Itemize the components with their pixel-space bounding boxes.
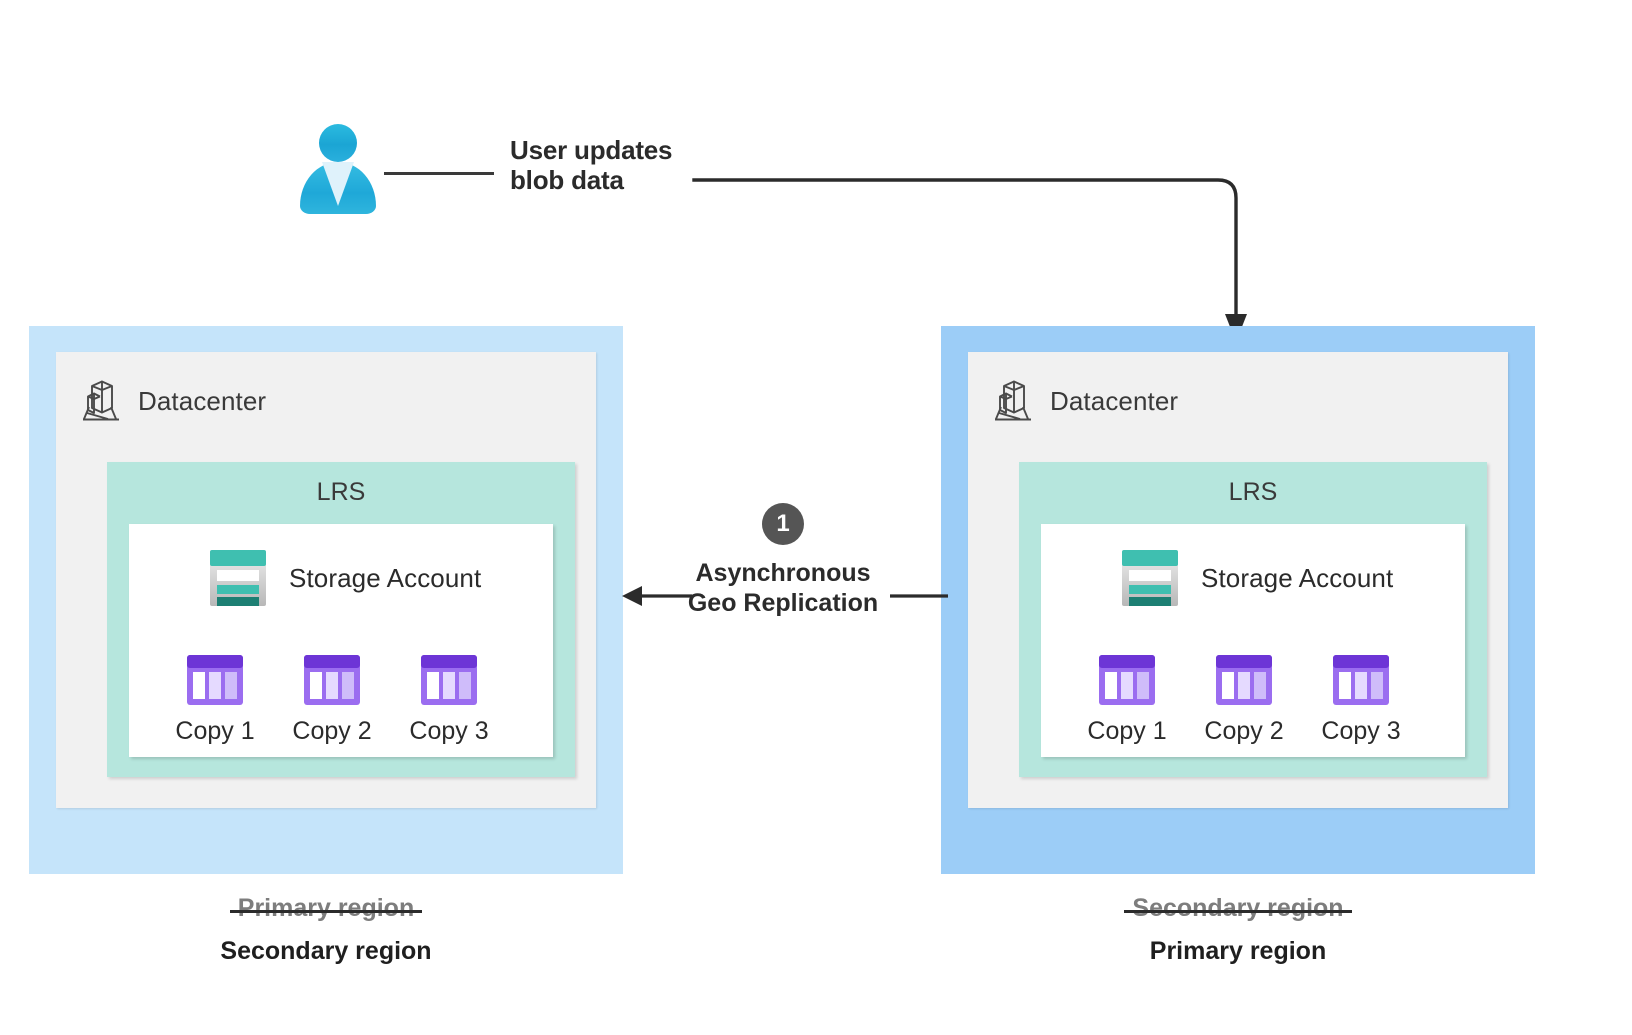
copy-label: Copy 2 [1204, 717, 1284, 745]
replication-label: Asynchronous Geo Replication [648, 558, 918, 618]
copy-item: Copy 1 [175, 654, 255, 746]
copy-icon [1333, 655, 1389, 705]
region-caption-current: Secondary region [220, 936, 432, 965]
user-icon [300, 124, 376, 214]
copy-item: Copy 3 [1321, 654, 1401, 746]
copy-label: Copy 1 [1087, 717, 1167, 745]
datacenter-label: Datacenter [1050, 385, 1179, 416]
copy-item: Copy 3 [409, 654, 489, 746]
copy-icon [187, 655, 243, 705]
copies-row-left: Copy 1 Copy 2 [175, 654, 489, 746]
geo-replication-arrow [622, 586, 948, 606]
datacenter-icon [83, 380, 119, 421]
datacenter-label: Datacenter [138, 385, 267, 416]
datacenter-header-right: Datacenter [990, 378, 1178, 424]
lrs-label: LRS [1228, 478, 1278, 506]
region-caption-struck: Secondary region [1124, 892, 1352, 926]
copy-label: Copy 3 [409, 717, 489, 745]
datacenter-icon [995, 380, 1031, 421]
copy-icon [1216, 655, 1272, 705]
storage-account-label: Storage Account [1201, 562, 1394, 593]
region-caption-current: Primary region [1149, 936, 1327, 965]
user-action-label-line2: blob data [510, 165, 624, 196]
datacenter-header-left: Datacenter [78, 378, 266, 424]
copy-item: Copy 2 [292, 654, 372, 746]
copy-icon [421, 655, 477, 705]
lrs-inner-panel-left: Storage Account Copy 1 [129, 524, 553, 757]
copy-item: Copy 1 [1087, 654, 1167, 746]
user-action-label: User updates blob data [510, 135, 720, 195]
copy-icon [1099, 655, 1155, 705]
user-head [319, 124, 357, 162]
region-block-right: Datacenter LRS [941, 326, 1535, 874]
copy-label: Copy 3 [1321, 717, 1401, 745]
region-caption-right: Secondary region Primary region [941, 892, 1535, 969]
copy-label: Copy 1 [175, 717, 255, 745]
user-connector-line [384, 172, 494, 175]
region-block-left: Datacenter LRS [29, 326, 623, 874]
storage-account-row-right: Storage Account [1119, 548, 1393, 608]
copy-icon [304, 655, 360, 705]
storage-account-icon [210, 550, 266, 606]
user-to-primary-arrow [692, 178, 1247, 342]
step-badge-1: 1 [762, 503, 804, 545]
copies-row-right: Copy 1 Copy 2 [1087, 654, 1401, 746]
replication-label-line1: Asynchronous [695, 559, 871, 587]
lrs-inner-panel-right: Storage Account Copy 1 [1041, 524, 1465, 757]
copy-label: Copy 2 [292, 717, 372, 745]
lrs-container-left: LRS [107, 462, 575, 777]
copy-item: Copy 2 [1204, 654, 1284, 746]
lrs-label: LRS [316, 478, 366, 506]
storage-account-icon [1122, 550, 1178, 606]
storage-account-row-left: Storage Account [207, 548, 481, 608]
lrs-container-right: LRS [1019, 462, 1487, 777]
datacenter-container-left: Datacenter LRS [56, 352, 596, 808]
replication-label-line2: Geo Replication [687, 589, 879, 617]
region-caption-left: Primary region Secondary region [29, 892, 623, 969]
datacenter-container-right: Datacenter LRS [968, 352, 1508, 808]
storage-account-label: Storage Account [289, 562, 482, 593]
user-action-label-line1: User updates [510, 135, 673, 165]
region-caption-struck: Primary region [229, 892, 423, 926]
